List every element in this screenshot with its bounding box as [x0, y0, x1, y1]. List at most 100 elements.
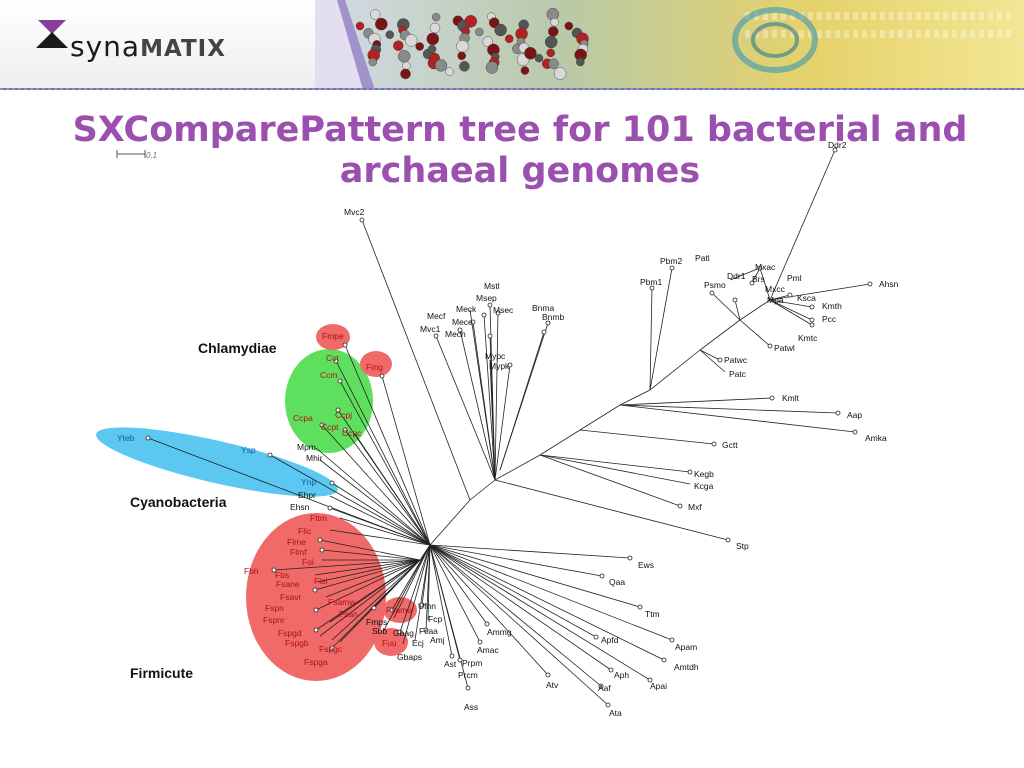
- binary-digit-mark: [898, 30, 903, 38]
- leaf-label: Ammg: [487, 627, 512, 637]
- tree-leaf-node: [433, 333, 439, 339]
- leaf-label: Mece: [452, 317, 473, 327]
- tree-nodes: [145, 147, 873, 708]
- tree-leaf-node: [419, 602, 425, 608]
- tree-leaf-node: [852, 429, 858, 435]
- leaf-label: Stp: [736, 541, 749, 551]
- tree-leaf-node: [312, 587, 318, 593]
- banner-molecule-art: [315, 0, 1024, 90]
- slide-title: SXComparePattern tree for 101 bacterial …: [40, 110, 1000, 193]
- molecule-atom: [482, 36, 493, 47]
- binary-digit-mark: [763, 30, 768, 38]
- tree-leaf-node: [717, 357, 723, 363]
- leaf-label: Fspgc: [319, 644, 343, 654]
- leaf-label: Ccpc: [342, 428, 362, 438]
- binary-digit-mark: [853, 12, 858, 20]
- leaf-label: Prcm: [458, 670, 478, 680]
- leaf-label: Pbm2: [660, 256, 682, 266]
- leaf-label: Mpm: [297, 442, 316, 452]
- leaf-label: Kmtc: [798, 333, 818, 343]
- tree-branch: [315, 559, 421, 611]
- binary-digit-mark: [952, 12, 957, 20]
- binary-digit-mark: [916, 30, 921, 38]
- slide-title-line2: archaeal genomes: [339, 151, 701, 192]
- tree-branch: [619, 389, 651, 406]
- binary-digit-mark: [862, 30, 867, 38]
- molecule-atom: [393, 40, 404, 51]
- tree-leaf-node: [333, 358, 339, 364]
- molecule-atom: [427, 44, 437, 54]
- tree-branch: [314, 559, 421, 591]
- tree-leaf-node: [423, 627, 429, 633]
- leaf-label: Amtdh: [674, 662, 699, 672]
- leaf-label: Apai: [650, 681, 667, 691]
- leaf-label: Ksca: [797, 293, 816, 303]
- leaf-label: Ehpr: [298, 490, 316, 500]
- tree-branch: [494, 364, 511, 481]
- tree-leaf-node: [389, 607, 395, 613]
- leaf-label: Kmlt: [782, 393, 800, 403]
- leaf-label: Yteb: [117, 433, 135, 443]
- leaf-label: Ysp: [241, 445, 256, 455]
- molecule-atom: [375, 17, 388, 31]
- molecule-atom: [520, 66, 530, 75]
- leaf-label: Apam: [675, 642, 697, 652]
- logo-text-matix: MATIX: [140, 36, 226, 62]
- binary-digit-mark: [808, 30, 813, 38]
- tree-branch: [329, 507, 431, 546]
- binary-digit-mark: [826, 12, 831, 20]
- leaf-label: Patwl: [774, 343, 795, 353]
- tree-leaf-node: [769, 395, 775, 401]
- tree-leaf-node: [397, 629, 403, 635]
- tree-leaf-node: [470, 319, 476, 325]
- binary-digit-mark: [889, 12, 894, 20]
- binary-digit-mark: [907, 30, 912, 38]
- molecule-atom: [464, 15, 478, 28]
- tree-branch: [429, 544, 453, 657]
- leaf-label: Ews: [638, 560, 654, 570]
- binary-digit-mark: [835, 30, 840, 38]
- tree-branch: [499, 331, 545, 471]
- tree-leaf-node: [677, 503, 683, 509]
- tree-branch: [331, 559, 421, 641]
- leaf-label: Patl: [695, 253, 710, 263]
- tree-leaf-node: [313, 607, 319, 613]
- leaf-label: Apfd: [601, 635, 619, 645]
- tree-leaf-node: [832, 147, 838, 153]
- leaf-label: Meck: [456, 304, 477, 314]
- cyanobacteria-highlight: [96, 427, 338, 497]
- tree-branch: [319, 539, 421, 561]
- tree-leaf-node: [484, 621, 490, 627]
- tree-leaf-node: [329, 480, 335, 486]
- leaf-label: Sbb: [372, 626, 387, 636]
- tree-leaf-node: [541, 329, 547, 335]
- molecule-atom: [485, 61, 499, 74]
- tree-leaf-node: [757, 265, 763, 271]
- leaf-label: Mpa: [767, 295, 784, 305]
- tree-branch: [539, 429, 581, 456]
- leaf-label: Ecj: [412, 638, 424, 648]
- binary-digit-mark: [871, 30, 876, 38]
- binary-digit-mark: [952, 30, 957, 38]
- leaf-label: Ccm: [320, 370, 337, 380]
- tree-branch: [339, 380, 431, 546]
- molecule-atom: [426, 32, 440, 46]
- leaf-label: Aap: [847, 410, 862, 420]
- leaf-label: Ahsn: [879, 279, 899, 289]
- tree-leaf-node: [457, 657, 463, 663]
- tree-branch: [739, 319, 771, 347]
- molecule-atom: [434, 59, 448, 72]
- leaf-label: Aaf: [598, 683, 611, 693]
- leaf-label: Mecf: [427, 311, 446, 321]
- molecule-atom: [404, 34, 418, 47]
- tree-branch: [494, 479, 729, 541]
- tree-branch: [429, 544, 631, 559]
- tree-branch: [383, 544, 431, 631]
- leaf-label: Pml: [787, 273, 802, 283]
- tree-leaf-node: [649, 285, 655, 291]
- molecule-atom: [494, 23, 507, 37]
- tree-leaf-node: [637, 604, 643, 610]
- tree-branch: [729, 267, 761, 281]
- binary-digit-mark: [961, 12, 966, 20]
